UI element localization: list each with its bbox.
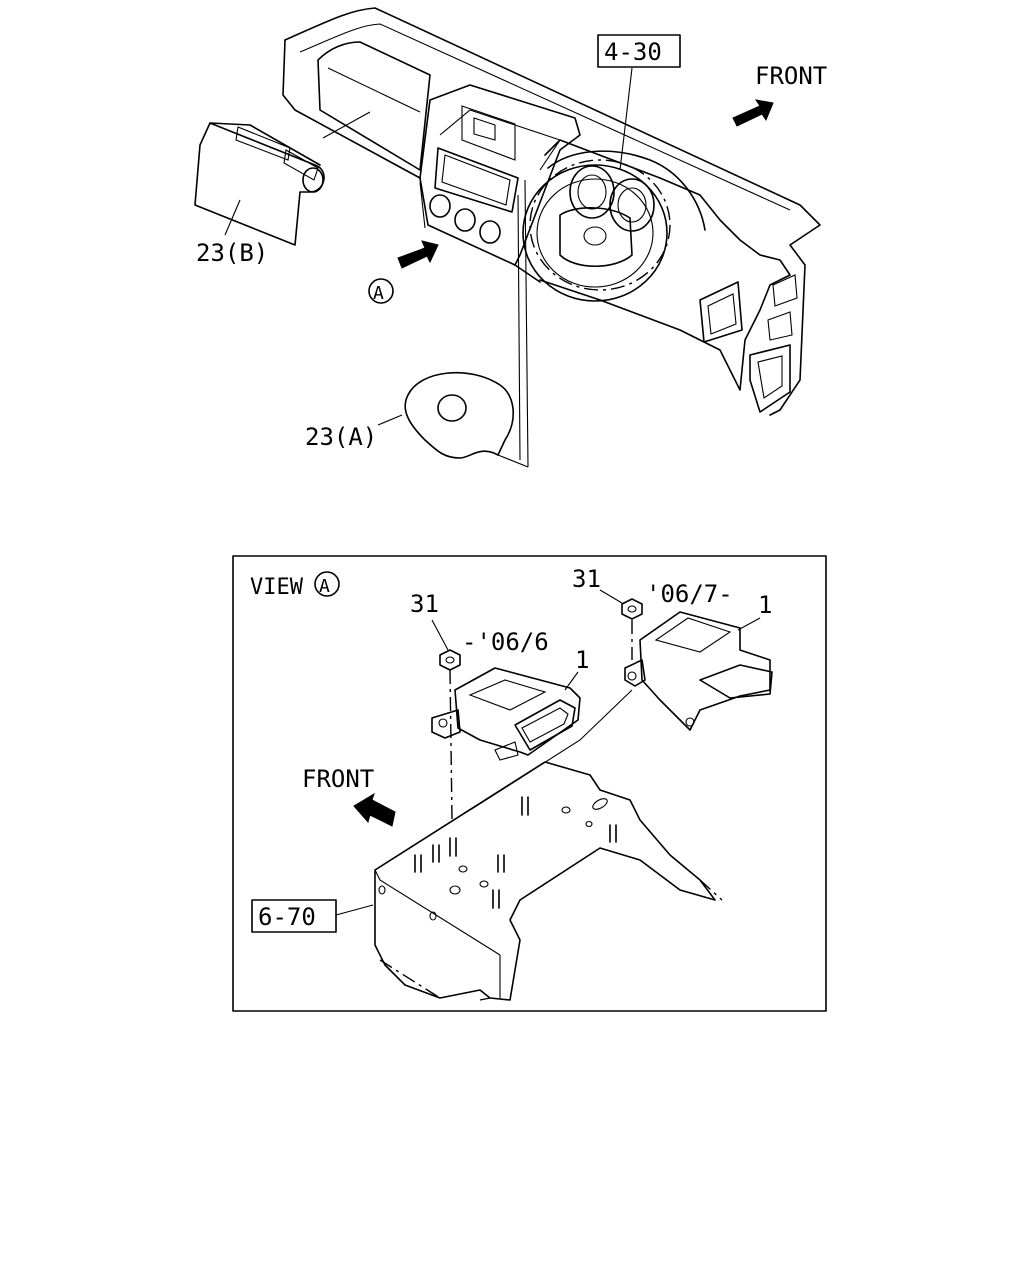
view-a-detail-box: VIEW A 31 -'06/6 1 31 '06/7- 1: [232, 555, 827, 1012]
passenger-airbag-23b: 23(B): [194, 122, 325, 267]
stud-bolts: [414, 796, 617, 909]
circled-letter-icon: [314, 571, 340, 597]
reference-box-4-30: 4-30: [597, 34, 681, 171]
circled-letter-icon: [368, 278, 394, 304]
nut-31-left-label: 31: [410, 590, 439, 618]
module-1-left-label: 1: [575, 646, 589, 674]
part-23a-label: 23(A): [305, 423, 377, 451]
driver-airbag-23a: 23(A): [305, 179, 529, 468]
front-label-top: FRONT: [755, 62, 827, 90]
date-right-label: '06/7-: [646, 580, 733, 608]
module-1-right-label: 1: [758, 591, 772, 619]
ref-6-70-label: 6-70: [258, 903, 316, 931]
nut-icon: [621, 598, 643, 620]
front-direction-arrow-icon: [732, 99, 774, 127]
nut-icon: [439, 649, 461, 671]
nut-31-right-label: 31: [572, 565, 601, 593]
view-a-indicator: A: [368, 240, 439, 304]
date-left-label: -'06/6: [462, 628, 549, 656]
ref-4-30-label: 4-30: [604, 38, 662, 66]
front-direction-arrow-icon: [397, 240, 439, 269]
part-23b-label: 23(B): [196, 239, 268, 267]
front-label-bottom: FRONT: [302, 765, 374, 793]
front-arrow-top: FRONT: [732, 62, 827, 127]
front-direction-arrow-icon: [353, 792, 396, 827]
view-marker-box: A: [319, 576, 330, 597]
view-marker-top: A: [373, 283, 384, 304]
view-title-label: VIEW: [250, 575, 304, 600]
instrument-panel-drawing: [282, 7, 821, 416]
